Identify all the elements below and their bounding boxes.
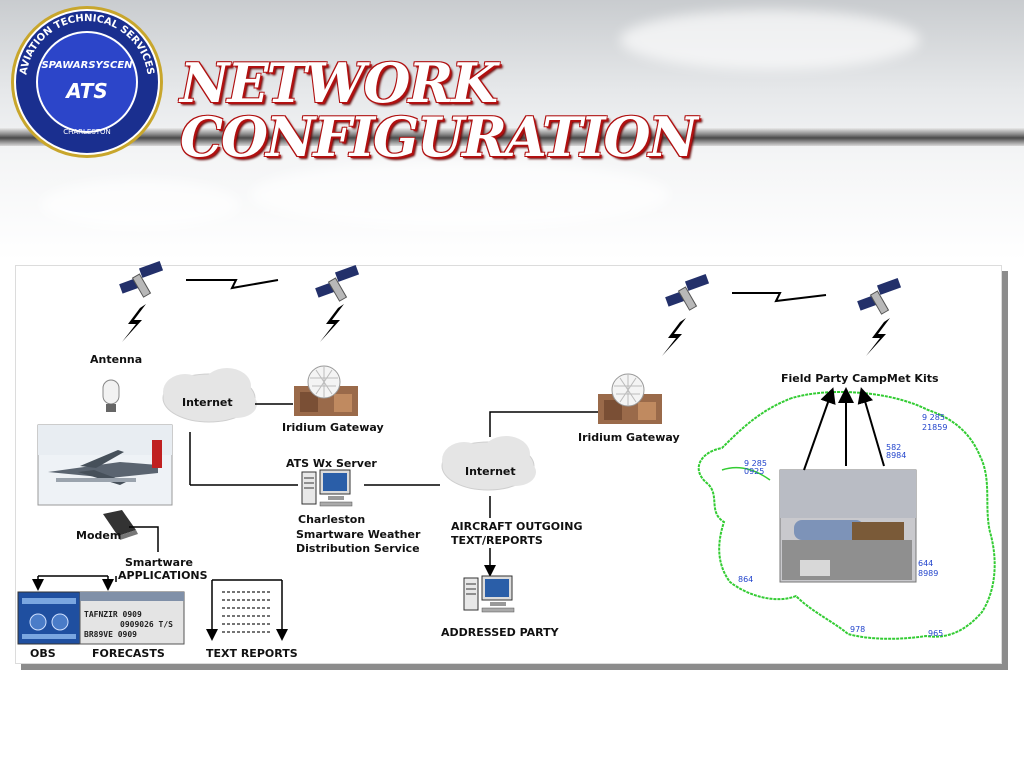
map-reading: 644: [918, 559, 933, 568]
forecast-line: 0909026 T/S: [120, 620, 173, 629]
internet-cloud-icon: [441, 435, 537, 491]
addressed-party-computer-icon: [463, 575, 515, 613]
map-reading: 965: [928, 629, 943, 638]
field-party-label: Field Party CampMet Kits: [781, 372, 939, 385]
logo-bottom-text: CHARLESTON: [63, 128, 111, 136]
map-reading: 978: [850, 625, 865, 634]
lightning-icon: [122, 304, 146, 342]
arrow: [857, 387, 885, 467]
internet-cloud-icon: [162, 367, 258, 423]
map-reading: 0925: [744, 467, 764, 476]
page-title: NETWORK CONFIGURATION: [180, 51, 698, 169]
satellite-link-icon: [732, 292, 827, 303]
sky-cloud: [620, 10, 920, 70]
iridium-gateway-icon: [293, 365, 359, 417]
lightning-icon: [662, 318, 686, 356]
map-reading: 9 285: [922, 413, 945, 422]
iridium-gateway-right-label: Iridium Gateway: [578, 431, 680, 444]
forecasts-thumbnail: TAFNZIR 0909 0909026 T/S BR89VE 0909: [79, 591, 185, 645]
forecast-line: BR89VE 0909: [84, 630, 137, 639]
modem-icon: [103, 510, 138, 540]
modem-label: Modem: [76, 529, 122, 542]
smartware-label: Smartware: [125, 556, 193, 569]
sky-cloud: [40, 180, 240, 230]
charleston-label: Charleston: [298, 513, 366, 526]
antenna-icon: [102, 379, 120, 412]
map-reading: 8989: [918, 569, 938, 578]
internet-center-label: Internet: [465, 465, 516, 478]
antarctica-map-icon: [697, 390, 996, 640]
map-reading: 8984: [886, 451, 906, 460]
map-coastline: [721, 466, 771, 481]
server-computer-icon: [301, 469, 353, 507]
title-underline-bar: [0, 128, 1024, 146]
field-camp-photo: [779, 469, 917, 583]
obs-thumbnail: [17, 591, 81, 645]
distribution-service-label: Distribution Service: [296, 542, 420, 555]
map-reading: 9 285: [744, 459, 767, 468]
iridium-gateway-left-label: Iridium Gateway: [282, 421, 384, 434]
forecast-line: TAFNZIR 0909: [84, 610, 142, 619]
iridium-gateway-icon: [597, 373, 663, 425]
satellite-icon: [856, 277, 902, 315]
map-readings: 9 285 9 285 21859 582 8984 0925 644 8989…: [738, 413, 947, 638]
forecasts-label: FORECASTS: [92, 647, 165, 660]
lightning-icon: [866, 318, 890, 356]
satellite-icon: [118, 260, 164, 298]
addressed-party-label: ADDRESSED PARTY: [441, 626, 559, 639]
smartware-weather-label: Smartware Weather: [296, 528, 421, 541]
logo-line1: SPAWARSYSCEN: [41, 60, 133, 71]
satellite-icon: [314, 264, 360, 302]
ats-wx-server-label: ATS Wx Server: [286, 457, 377, 470]
satellite-icon: [664, 273, 710, 311]
satellite-link-icon: [186, 279, 279, 290]
applications-label: APPLICATIONS: [118, 569, 208, 582]
antenna-label: Antenna: [90, 353, 143, 366]
arrow: [803, 387, 836, 471]
internet-left-label: Internet: [182, 396, 233, 409]
ats-logo: AVIATION TECHNICAL SERVICES SPAWARSYSCEN…: [11, 6, 163, 158]
sky-cloud: [250, 160, 670, 230]
lightning-icon: [320, 304, 344, 342]
text-reports-label: TEXT REPORTS: [206, 647, 298, 660]
map-reading: 864: [738, 575, 753, 584]
modem-connector: [129, 526, 159, 552]
map-reading: 21859: [922, 423, 947, 432]
text-reports-thumbnail: [222, 591, 272, 633]
logo-line2: ATS: [64, 79, 108, 103]
aircraft-outgoing-label: AIRCRAFT OUTGOING: [451, 520, 583, 533]
aircraft-photo: [37, 424, 173, 506]
map-reading: 582: [886, 443, 901, 452]
text-reports-outgoing-label: TEXT/REPORTS: [451, 534, 543, 547]
obs-label: OBS: [30, 647, 56, 660]
connector-line: [489, 411, 598, 437]
